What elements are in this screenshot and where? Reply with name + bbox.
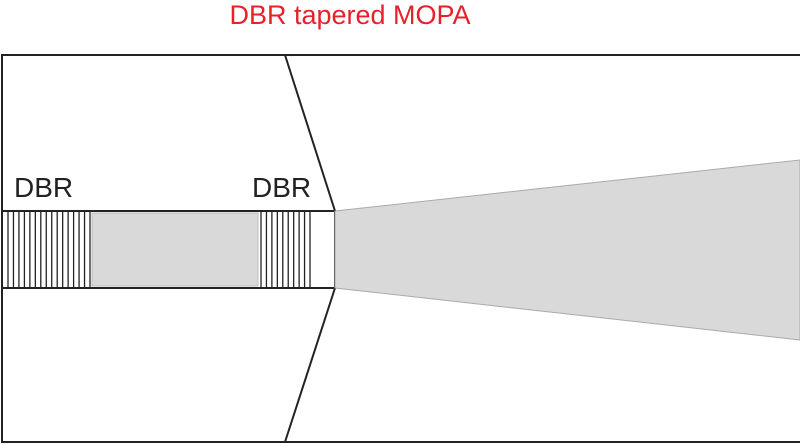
section-boundary-top: [284, 54, 336, 212]
dbr-label-left: DBR: [14, 172, 74, 203]
section-boundary-bottom: [284, 287, 336, 443]
dbr-grating-right: [260, 211, 311, 288]
dbr-grating-left: [7, 211, 91, 288]
tapered-amplifier: [334, 159, 800, 341]
ridge-gain-region: [91, 212, 259, 287]
diagram-title: DBR tapered MOPA: [229, 0, 471, 30]
dbr-label-right: DBR: [252, 172, 312, 203]
